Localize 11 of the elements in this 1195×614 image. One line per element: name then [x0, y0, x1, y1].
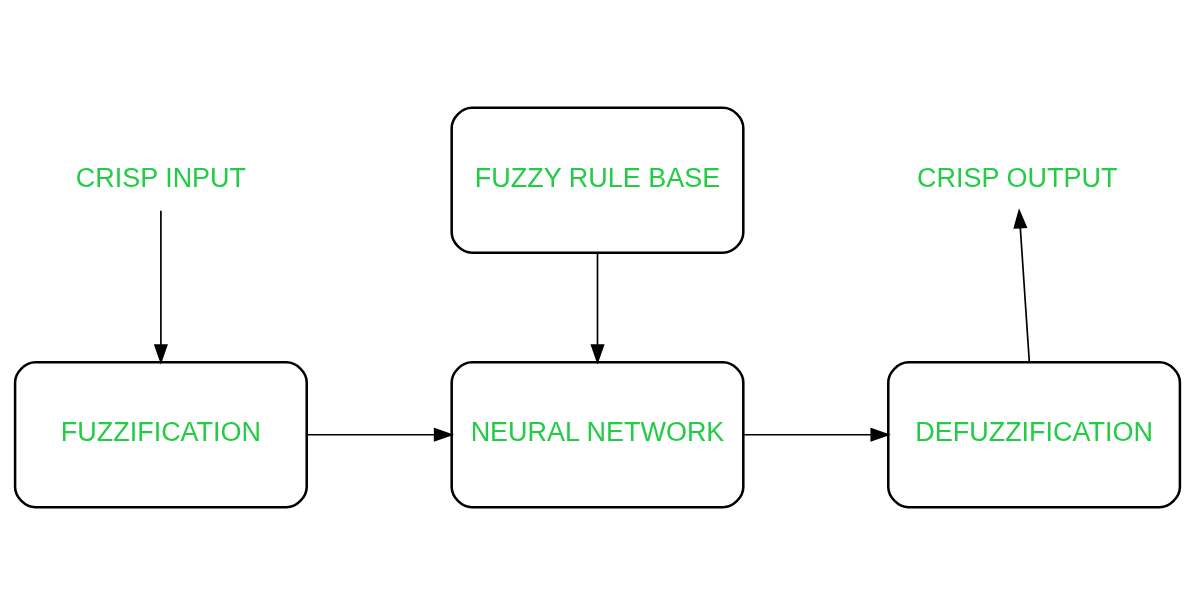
node-box: FUZZY RULE BASE [450, 105, 745, 254]
arrow [742, 427, 891, 442]
arrow [590, 251, 605, 365]
node-text: CRISP INPUT [75, 162, 247, 193]
node-box: NEURAL NETWORK [450, 360, 745, 509]
node-box: FUZZIFICATION [13, 360, 308, 509]
arrow [1013, 207, 1031, 363]
arrow [305, 427, 455, 442]
node-box: DEFUZZIFICATION [887, 360, 1182, 509]
arrow [153, 209, 168, 364]
node-text: CRISP OUTPUT [917, 162, 1118, 193]
